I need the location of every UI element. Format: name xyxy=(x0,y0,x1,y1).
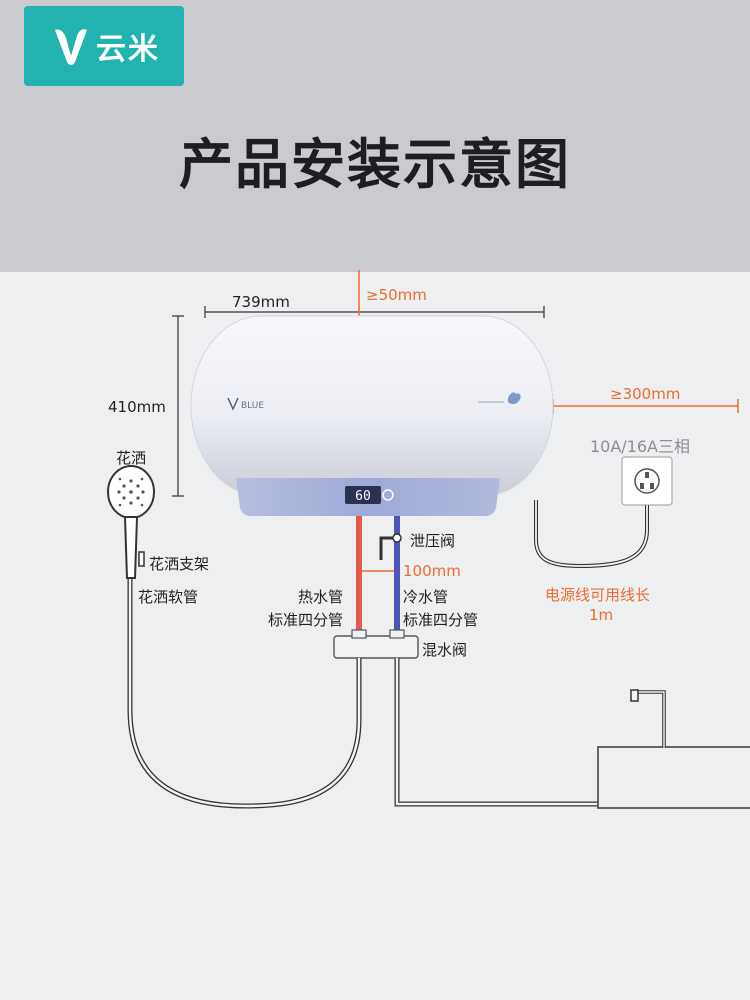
sink-supply-pipe xyxy=(394,658,598,807)
top-clearance-dimension xyxy=(352,270,366,319)
power-cord xyxy=(534,500,649,569)
socket-label: 10A/16A三相 xyxy=(590,437,691,456)
brand-emblem-icon xyxy=(227,397,239,411)
shower-head-label: 花洒 xyxy=(116,449,147,467)
power-cord-label: 电源线可用线长 xyxy=(545,586,651,604)
mixing-valve-label: 混水阀 xyxy=(422,641,468,659)
shower-bracket-label: 花洒支架 xyxy=(149,555,210,573)
shower-hose xyxy=(127,578,362,809)
power-socket-icon xyxy=(621,456,673,506)
page-title: 产品安装示意图 xyxy=(179,133,571,196)
power-button-icon xyxy=(382,489,394,501)
display-value: 60 xyxy=(355,489,371,504)
water-heater: 60 BLUE xyxy=(190,315,554,516)
energy-badge-icon xyxy=(478,392,521,405)
width-dimension xyxy=(204,306,545,318)
faucet-icon xyxy=(630,689,666,748)
shower-hose-label: 花洒软管 xyxy=(138,588,199,606)
height-label: 410mm xyxy=(108,398,166,416)
power-cord-length: 1m xyxy=(589,606,614,624)
shower-head-icon xyxy=(107,465,155,579)
width-label: 739mm xyxy=(232,293,290,311)
height-dimension xyxy=(172,315,184,497)
side-clearance-label: ≥300mm xyxy=(610,385,681,403)
sink-basin xyxy=(597,746,750,809)
brand-name: 云米 xyxy=(96,32,160,67)
pipe-gap-label: 100mm xyxy=(403,562,461,580)
hot-pipe-spec-label: 标准四分管 xyxy=(268,611,344,629)
cold-pipe-label: 冷水管 xyxy=(403,588,449,606)
relief-valve-label: 泄压阀 xyxy=(410,532,456,550)
relief-valve xyxy=(379,533,402,560)
hot-pipe-label: 热水管 xyxy=(298,588,344,606)
mixing-valve xyxy=(333,629,419,659)
cold-pipe-spec-label: 标准四分管 xyxy=(403,611,479,629)
temperature-display xyxy=(345,486,381,504)
top-clearance-label: ≥50mm xyxy=(366,286,427,304)
shower-bracket-icon xyxy=(138,551,145,567)
model-text: BLUE xyxy=(241,401,264,411)
brand-logo: 云米 xyxy=(24,6,184,86)
viomi-v-icon xyxy=(55,29,87,65)
